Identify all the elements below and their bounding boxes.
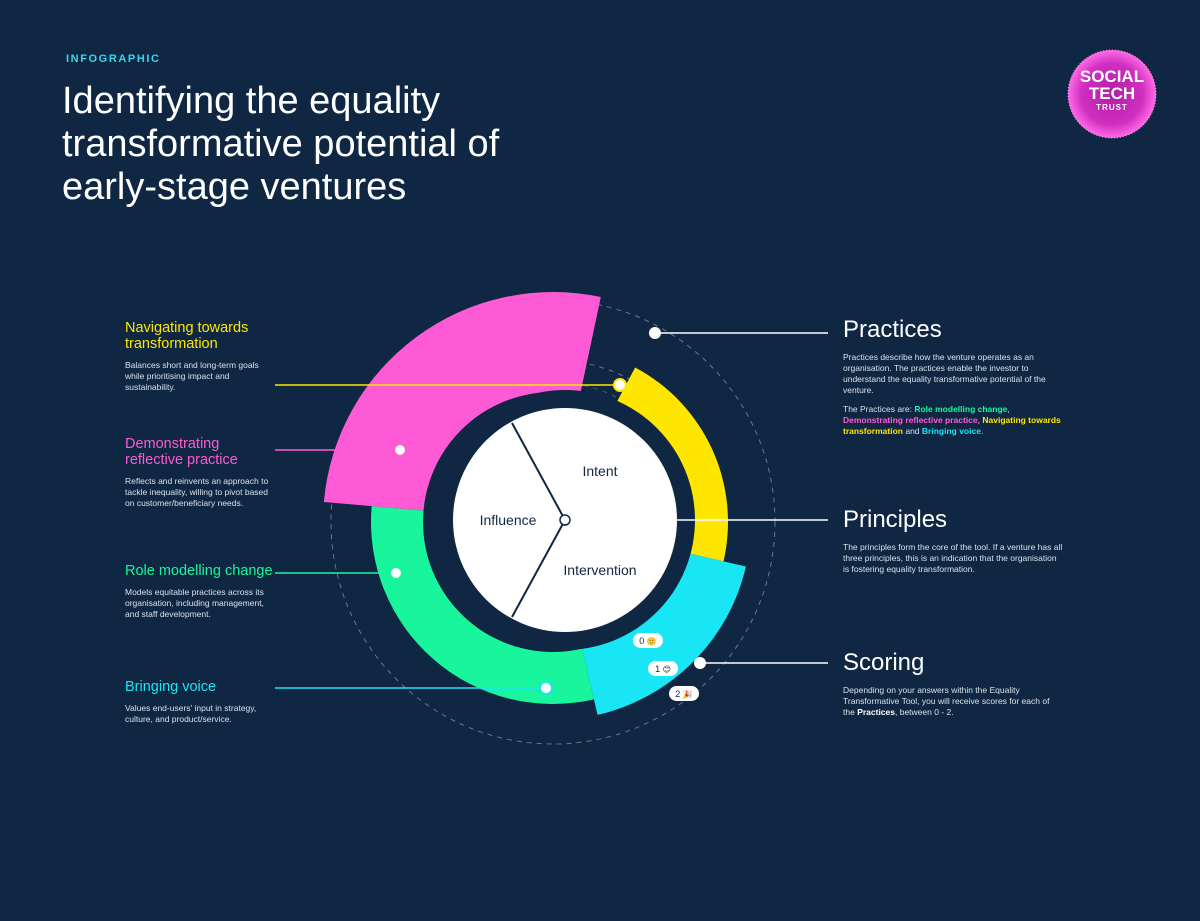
practices-list-bringing-voice: Bringing voice — [921, 426, 981, 436]
practice-navigating-description: Balances short and long-term goals while… — [125, 360, 259, 392]
practice-role-modelling-title: Role modelling change — [125, 563, 273, 579]
scoring-description: Depending on your answers within the Equ… — [843, 685, 1050, 717]
core-divider-top — [511, 422, 566, 521]
principle-intent: Intent — [582, 463, 617, 479]
kicker-label: INFOGRAPHIC — [66, 53, 161, 65]
scoring-practices-bold: Practices — [857, 707, 895, 717]
practices-list: The Practices are: Role modelling change… — [843, 404, 1061, 436]
dot-bringing-voice — [539, 681, 553, 695]
score-chip-2: 2 🎉 — [669, 686, 699, 701]
principle-intervention: Intervention — [563, 562, 636, 578]
practice-role-modelling: Role modelling change Models equitable p… — [125, 563, 275, 620]
practice-bringing-voice-title: Bringing voice — [125, 679, 217, 695]
scoring-panel: Scoring Depending on your answers within… — [843, 649, 1063, 718]
practices-panel: Practices Practices describe how the ven… — [843, 316, 1063, 437]
scoring-heading: Scoring — [843, 649, 925, 676]
dot-navigating — [613, 378, 627, 392]
practice-role-modelling-description: Models equitable practices across its or… — [125, 587, 264, 619]
dot-reflective — [393, 443, 407, 457]
principles-heading: Principles — [843, 506, 948, 533]
score-1-emoji-icon: 😊 — [663, 665, 671, 674]
practices-list-role-modelling: Role modelling change — [914, 404, 1008, 414]
practice-bringing-voice: Bringing voice Values end-users' input i… — [125, 679, 275, 725]
score-0-emoji-icon: 🙂 — [647, 637, 657, 646]
dot-principles — [559, 514, 571, 526]
score-2-emoji-icon: 🎉 — [683, 689, 693, 699]
dot-role-modelling — [389, 566, 403, 580]
segment-role-modelling-change — [371, 506, 594, 704]
principles-panel: Principles The principles form the core … — [843, 506, 1063, 575]
svg-text:0 🙂: 0 🙂 — [639, 636, 657, 646]
core-divider-bottom — [511, 519, 566, 618]
principle-influence: Influence — [480, 512, 537, 528]
practices-description: Practices describe how the venture opera… — [843, 352, 1046, 395]
svg-text:2 🎉: 2 🎉 — [675, 689, 693, 699]
logo-line-1: SOCIAL — [1079, 67, 1145, 86]
principles-description: The principles form the core of the tool… — [843, 542, 1063, 574]
dot-scoring — [694, 657, 706, 669]
practice-navigating: Navigating towards transformation Balanc… — [125, 320, 275, 393]
social-tech-trust-logo: SOCIAL TECH TRUST — [1066, 48, 1158, 140]
practice-reflective-description: Reflects and reinvents an approach to ta… — [125, 476, 269, 508]
practice-bringing-voice-description: Values end-users' input in strategy, cul… — [125, 703, 257, 724]
practices-heading: Practices — [843, 316, 942, 343]
practice-reflective-title: Demonstrating reflective practice — [125, 436, 238, 468]
practice-navigating-title: Navigating towards transformation — [125, 320, 249, 352]
practice-reflective: Demonstrating reflective practice Reflec… — [125, 436, 275, 509]
page-title: Identifying the equality transformative … — [62, 80, 500, 208]
svg-text:1 😊: 1 😊 — [655, 664, 671, 674]
segment-demonstrating-reflective-practice — [323, 292, 601, 511]
logo-circle-icon — [1067, 49, 1157, 139]
practices-list-navigating: Navigating towards transformation — [843, 415, 1061, 436]
score-chip-1: 1 😊 — [648, 661, 678, 676]
dot-practices — [649, 327, 661, 339]
practices-list-reflective: Demonstrating reflective practice — [843, 415, 978, 425]
outer-dashed-guide — [330, 299, 776, 745]
segment-bringing-voice — [582, 551, 746, 715]
logo-line-2: TECH — [1088, 84, 1136, 103]
logo-line-3: TRUST — [1096, 103, 1128, 112]
score-chip-0: 0 🙂 — [633, 633, 663, 648]
